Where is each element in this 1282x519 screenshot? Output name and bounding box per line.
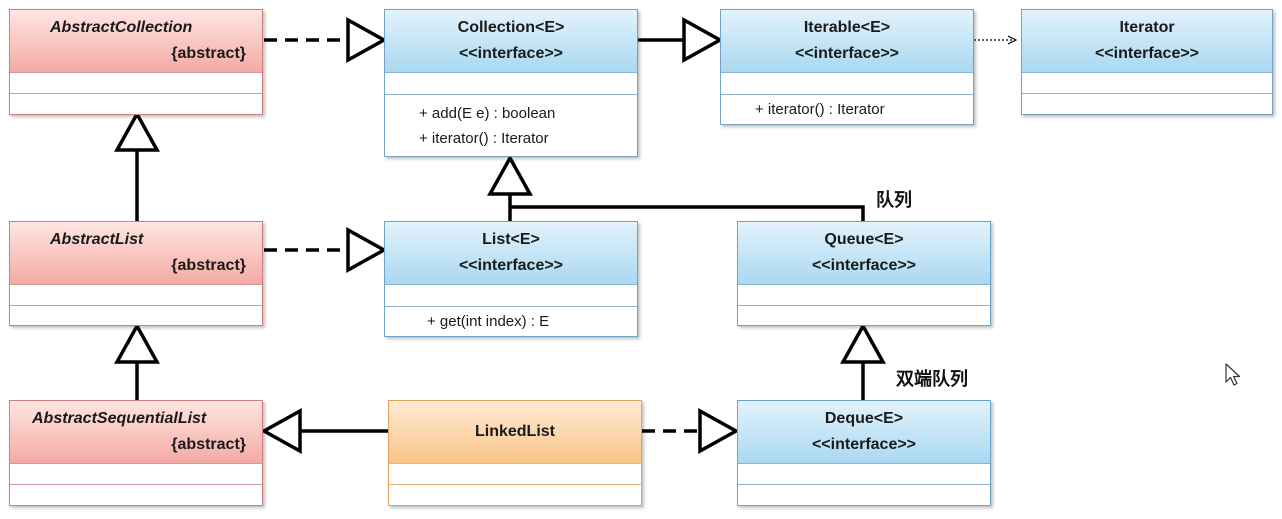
methods-section [10,93,262,114]
method: + add(E e) : boolean [419,104,556,122]
class-name: Collection<E> [457,19,565,36]
methods-section: + iterator() : Iterator [721,94,973,124]
interface-iterable: Iterable<E> <<interface>> + iterator() :… [720,9,974,125]
methods-section [389,484,641,505]
class-name: AbstractCollection [50,19,193,36]
class-stereotype: <<interface>> [811,257,917,274]
attributes-section [1022,72,1272,93]
attributes-section [389,463,641,484]
hollow-arrowhead [260,408,302,454]
class-name: Queue<E> [824,231,904,248]
attributes-section [738,284,990,305]
attributes-section [10,463,262,484]
interface-collection: Collection<E> <<interface>> + add(E e) :… [384,9,638,157]
methods-section [738,484,990,505]
class-name: Deque<E> [824,410,904,427]
method: + iterator() : Iterator [755,101,885,118]
hollow-arrowhead [114,322,160,364]
methods-section [10,305,262,325]
class-name: Iterator [1119,19,1175,36]
class-name: AbstractList [50,231,144,248]
interface-deque: Deque<E> <<interface>> [737,400,991,506]
methods-section: + add(E e) : boolean + iterator() : Iter… [385,94,637,156]
class-stereotype: {abstract} [171,257,246,274]
attributes-section [10,284,262,305]
class-stereotype: {abstract} [171,45,246,62]
class-abstractcollection: AbstractCollection {abstract} [9,9,263,115]
class-linkedlist: LinkedList [388,400,642,506]
attributes-section [385,72,637,94]
interface-queue: Queue<E> <<interface>> [737,221,991,326]
edge-queue-to-collection [510,205,865,221]
hollow-arrowhead [682,17,724,63]
methods-section [10,484,262,505]
method: + get(int index) : E [427,313,550,330]
class-stereotype: <<interface>> [458,45,564,62]
hollow-arrowhead [698,408,740,454]
interface-list: List<E> <<interface>> + get(int index) :… [384,221,638,337]
hollow-arrowhead [114,110,160,152]
class-name: AbstractSequentialList [32,410,207,427]
open-arrowhead [1007,35,1018,45]
hollow-arrowhead [346,17,388,63]
class-name: Iterable<E> [803,19,891,36]
attributes-section [721,72,973,94]
attributes-section [10,72,262,93]
note-queue: 队列 [876,190,912,211]
class-name: List<E> [482,231,540,248]
hollow-arrowhead [487,154,533,196]
attributes-section [738,463,990,484]
mouse-pointer-icon [1225,363,1241,386]
methods-section [738,305,990,325]
interface-iterator: Iterator <<interface>> [1021,9,1273,115]
note-deque: 双端队列 [896,369,968,390]
methods-section: + get(int index) : E [385,306,637,336]
class-stereotype: <<interface>> [811,436,917,453]
class-stereotype: {abstract} [171,436,246,453]
class-stereotype: <<interface>> [794,45,900,62]
class-abstractsequentiallist: AbstractSequentialList {abstract} [9,400,263,506]
method: + iterator() : Iterator [419,129,549,147]
hollow-arrowhead [346,227,388,273]
class-name: LinkedList [474,423,555,440]
hollow-arrowhead [840,322,886,364]
methods-section [1022,93,1272,114]
class-stereotype: <<interface>> [458,257,564,274]
class-stereotype: <<interface>> [1094,45,1200,62]
class-abstractlist: AbstractList {abstract} [9,221,263,326]
attributes-section [385,284,637,306]
